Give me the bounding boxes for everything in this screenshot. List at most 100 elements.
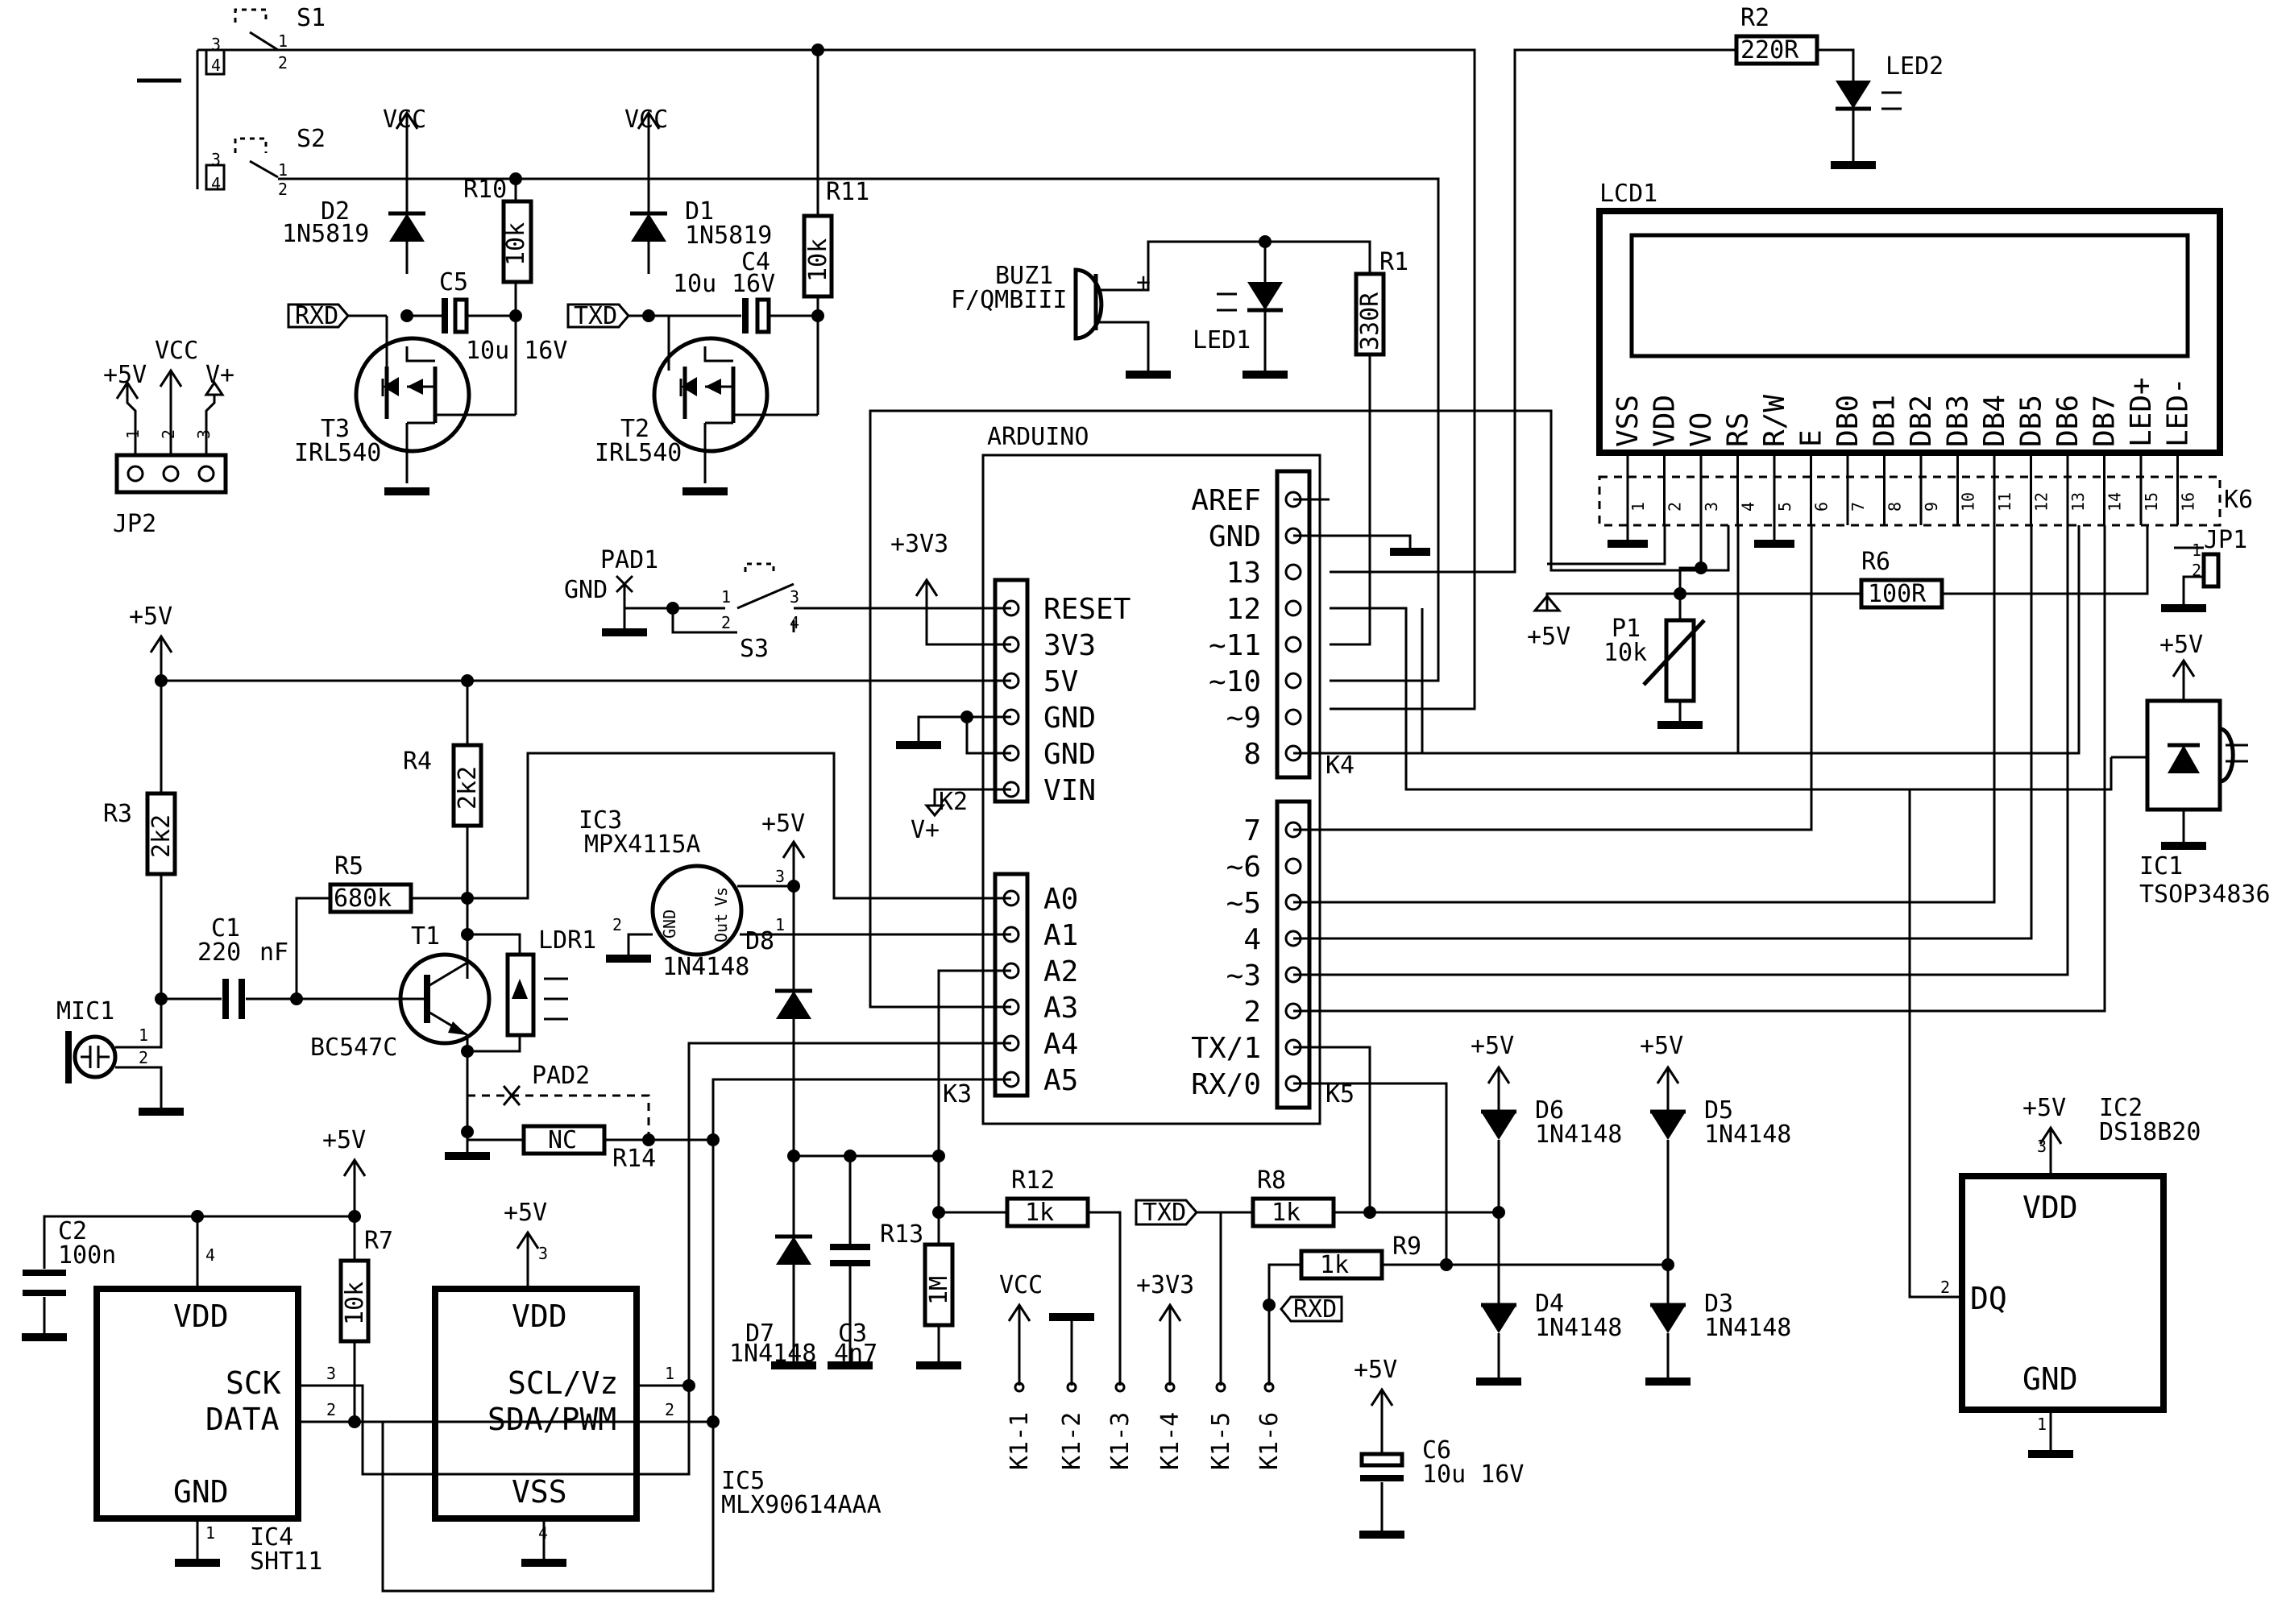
c3-ref: C3	[838, 1320, 867, 1348]
lcd-wire-11	[1293, 525, 1996, 904]
lcd-wire-4	[1421, 525, 1740, 755]
arduino-title: ARDUINO	[987, 423, 1089, 451]
arduino-digital-high-pin-circle-4	[1284, 599, 1302, 617]
arduino-digital-high-pin-label-6: ~10	[1209, 665, 1261, 698]
arduino-digital-high-pin-circle-3	[1284, 563, 1302, 581]
r3-ref: R3	[103, 800, 132, 828]
arduino-power-pin-label-3: 5V	[1043, 665, 1078, 698]
pad1-ref: PAD1	[600, 546, 658, 574]
lcd-pin-number-8: 8	[1886, 502, 1905, 512]
arduino-digital-low-pin-label-7: TX/1	[1191, 1032, 1261, 1065]
r8-ref: R8	[1257, 1166, 1286, 1195]
ic4-pin1: 1	[205, 1523, 215, 1543]
arduino-digital-low-pin-circle-3	[1284, 893, 1302, 911]
capacitor-c4: C4 10u 16V	[642, 248, 824, 334]
r13-value: 1M	[925, 1276, 953, 1305]
s1-ref: S1	[297, 4, 326, 32]
mosfet-t3: T3 IRL540	[294, 316, 516, 491]
arduino-gnd-wire	[1293, 534, 1412, 548]
d6-5v-label: +5V	[1471, 1032, 1514, 1060]
k6-label: K6	[2224, 486, 2253, 514]
ic2-5v-label: +5V	[2022, 1094, 2066, 1122]
jp1-pin2: 2	[2192, 561, 2201, 580]
jp2-ref: JP2	[113, 510, 156, 538]
ic3-5v-label: +5V	[761, 810, 805, 838]
microphone-mic1: 1 2 MIC1	[56, 997, 184, 1112]
r7-ref: R7	[364, 1227, 393, 1255]
resistor-r11: 10k R11	[802, 50, 869, 415]
ic4-data: DATA	[205, 1402, 280, 1437]
s2-pin4: 4	[211, 174, 221, 193]
label-rxd-2: RXD	[1263, 1295, 1343, 1386]
txd-label-1: TXD	[574, 302, 617, 330]
t3-value: IRL540	[294, 439, 381, 467]
c4-value-1: 10u	[673, 270, 716, 298]
ldr-ldr1: LDR1	[467, 926, 596, 1053]
lcd-display: LCD1 K6 VSS1VDD2VO3RS4R/W5E6DB07DB18DB29…	[1293, 180, 2253, 1013]
d7-value: 1N4148	[729, 1340, 816, 1368]
jp2-vcc-label: VCC	[155, 337, 198, 365]
arduino-digital-high-pin-label-4: 12	[1226, 593, 1261, 626]
switch-s2: 3 4 1 2 S2	[196, 50, 326, 199]
vcc-label-2: VCC	[624, 106, 668, 134]
d2-ref: D2	[321, 197, 350, 226]
switch-s3: PAD1 GND 1 2 3 4 S3	[564, 546, 806, 663]
k3-label: K3	[943, 1080, 972, 1108]
lcd-pin-number-14: 14	[2105, 492, 2125, 512]
resistor-r2: 220R R2	[1330, 4, 1855, 574]
arduino-power-pin-label-5: GND	[1043, 738, 1096, 771]
d4-ref: D4	[1535, 1290, 1564, 1318]
diode-d1: D1 1N5819	[630, 197, 772, 250]
arduino-analog-pin-label-3: A2	[1043, 955, 1078, 988]
resistor-r5: 680k R5	[295, 852, 467, 999]
arduino-digital-high-pin-label-8: 8	[1243, 738, 1261, 771]
d5-value: 1N4148	[1704, 1121, 1791, 1149]
c6-ref: C6	[1422, 1436, 1451, 1464]
ic4-vdd: VDD	[173, 1299, 229, 1334]
arduino-digital-low-pin-label-8: RX/0	[1191, 1068, 1261, 1101]
capacitor-c6: +5V C6 10u 16V	[1354, 1356, 1524, 1535]
lcd-pin-number-7: 7	[1848, 502, 1868, 512]
c1-ref: C1	[211, 914, 240, 942]
lcd-pin-number-1: 1	[1628, 502, 1648, 512]
led-led2: LED2	[1831, 52, 1944, 165]
r11-ref: R11	[826, 178, 869, 206]
arduino-analog-pin-label-5: A4	[1043, 1028, 1078, 1061]
k2-label: K2	[939, 788, 968, 816]
arduino-analog-pin-label-2: A1	[1043, 919, 1078, 952]
arduino-digital-high-pin-label-2: GND	[1209, 520, 1261, 553]
ic5-vss: VSS	[512, 1474, 567, 1510]
lcd-pin-label-3: VO	[1685, 412, 1718, 447]
r5-value: 680k	[334, 884, 392, 913]
t2-ref: T2	[620, 415, 649, 443]
lcd-pin-label-12: DB5	[2015, 395, 2048, 447]
arduino-analog-pin-label-4: A3	[1043, 992, 1078, 1025]
ic2-pin3: 3	[2037, 1137, 2047, 1156]
humidity-sensor-ic4: VDD SCK DATA GND 4 1 3 2 IC4 SHT11	[93, 1216, 713, 1576]
t2-value: IRL540	[595, 439, 682, 467]
p1-5v-label: +5V	[1527, 623, 1570, 651]
arduino-power-pin-label-2: 3V3	[1043, 629, 1096, 662]
r6-value: 100R	[1868, 580, 1927, 608]
s1-pin2: 2	[278, 53, 288, 72]
pad2-ref: PAD2	[532, 1062, 590, 1090]
t3-ref: T3	[321, 415, 350, 443]
d3-value: 1N4148	[1704, 1314, 1791, 1342]
lcd-pin-number-11: 11	[1995, 492, 2014, 512]
ic3-vs-pin: Vs	[711, 887, 731, 906]
c3-value: 4n7	[834, 1340, 877, 1368]
r2-value: 220R	[1740, 36, 1799, 64]
d3-ref: D3	[1704, 1290, 1733, 1318]
s3-pin1: 1	[721, 587, 731, 607]
arduino-digital-high-pin-circle-6	[1284, 672, 1302, 690]
ic5-pin2: 2	[665, 1400, 674, 1419]
ir-temp-sensor-ic5: VDD SCL/Vz SDA/PWM VSS +5V 3 4 1 2 IC5 M…	[432, 1199, 882, 1563]
r6-ref: R6	[1861, 548, 1890, 576]
ard-vplus-label: V+	[911, 816, 940, 844]
diodes-d3-d6: +5V D6 1N4148 D4 1N4148 +5V D5 1N4148 D3…	[1471, 1032, 1791, 1382]
arduino-power-pin-label-4: GND	[1043, 702, 1096, 735]
lcd-pin-number-9: 9	[1922, 502, 1941, 512]
arduino-digital-low-pin-label-3: ~5	[1226, 887, 1261, 920]
